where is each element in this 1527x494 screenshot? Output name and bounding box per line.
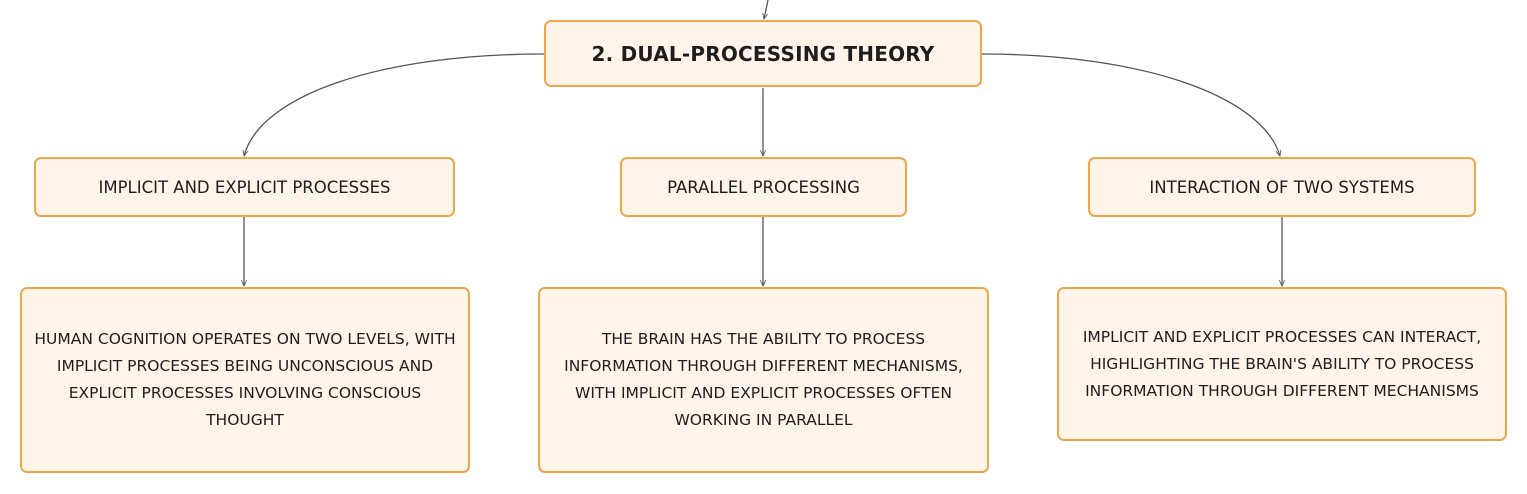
branch-node-interaction[interactable]: INTERACTION OF TWO SYSTEMS [1088, 157, 1476, 217]
connector-root-to-branch-3 [981, 53, 1280, 156]
detail-text: IMPLICIT AND EXPLICIT PROCESSES CAN INTE… [1082, 327, 1482, 400]
root-topic-node[interactable]: 2. DUAL-PROCESSING THEORY [544, 20, 982, 87]
incoming-connector [764, 0, 769, 19]
branch-node-parallel-processing[interactable]: PARALLEL PROCESSING [620, 157, 907, 217]
detail-text: THE BRAIN HAS THE ABILITY TO PROCESS INF… [564, 330, 963, 429]
root-topic-label: 2. DUAL-PROCESSING THEORY [591, 41, 935, 66]
connector-root-to-branch-1 [244, 53, 545, 156]
detail-text: HUMAN COGNITION OPERATES ON TWO LEVELS, … [34, 330, 456, 429]
detail-node-interaction[interactable]: IMPLICIT AND EXPLICIT PROCESSES CAN INTE… [1057, 287, 1507, 441]
branch-label: PARALLEL PROCESSING [667, 177, 860, 197]
branch-node-implicit-explicit[interactable]: IMPLICIT AND EXPLICIT PROCESSES [34, 157, 455, 217]
detail-node-implicit-explicit[interactable]: HUMAN COGNITION OPERATES ON TWO LEVELS, … [20, 287, 470, 473]
detail-node-parallel-processing[interactable]: THE BRAIN HAS THE ABILITY TO PROCESS INF… [538, 287, 989, 473]
branch-label: IMPLICIT AND EXPLICIT PROCESSES [98, 177, 391, 197]
branch-label: INTERACTION OF TWO SYSTEMS [1149, 177, 1415, 197]
